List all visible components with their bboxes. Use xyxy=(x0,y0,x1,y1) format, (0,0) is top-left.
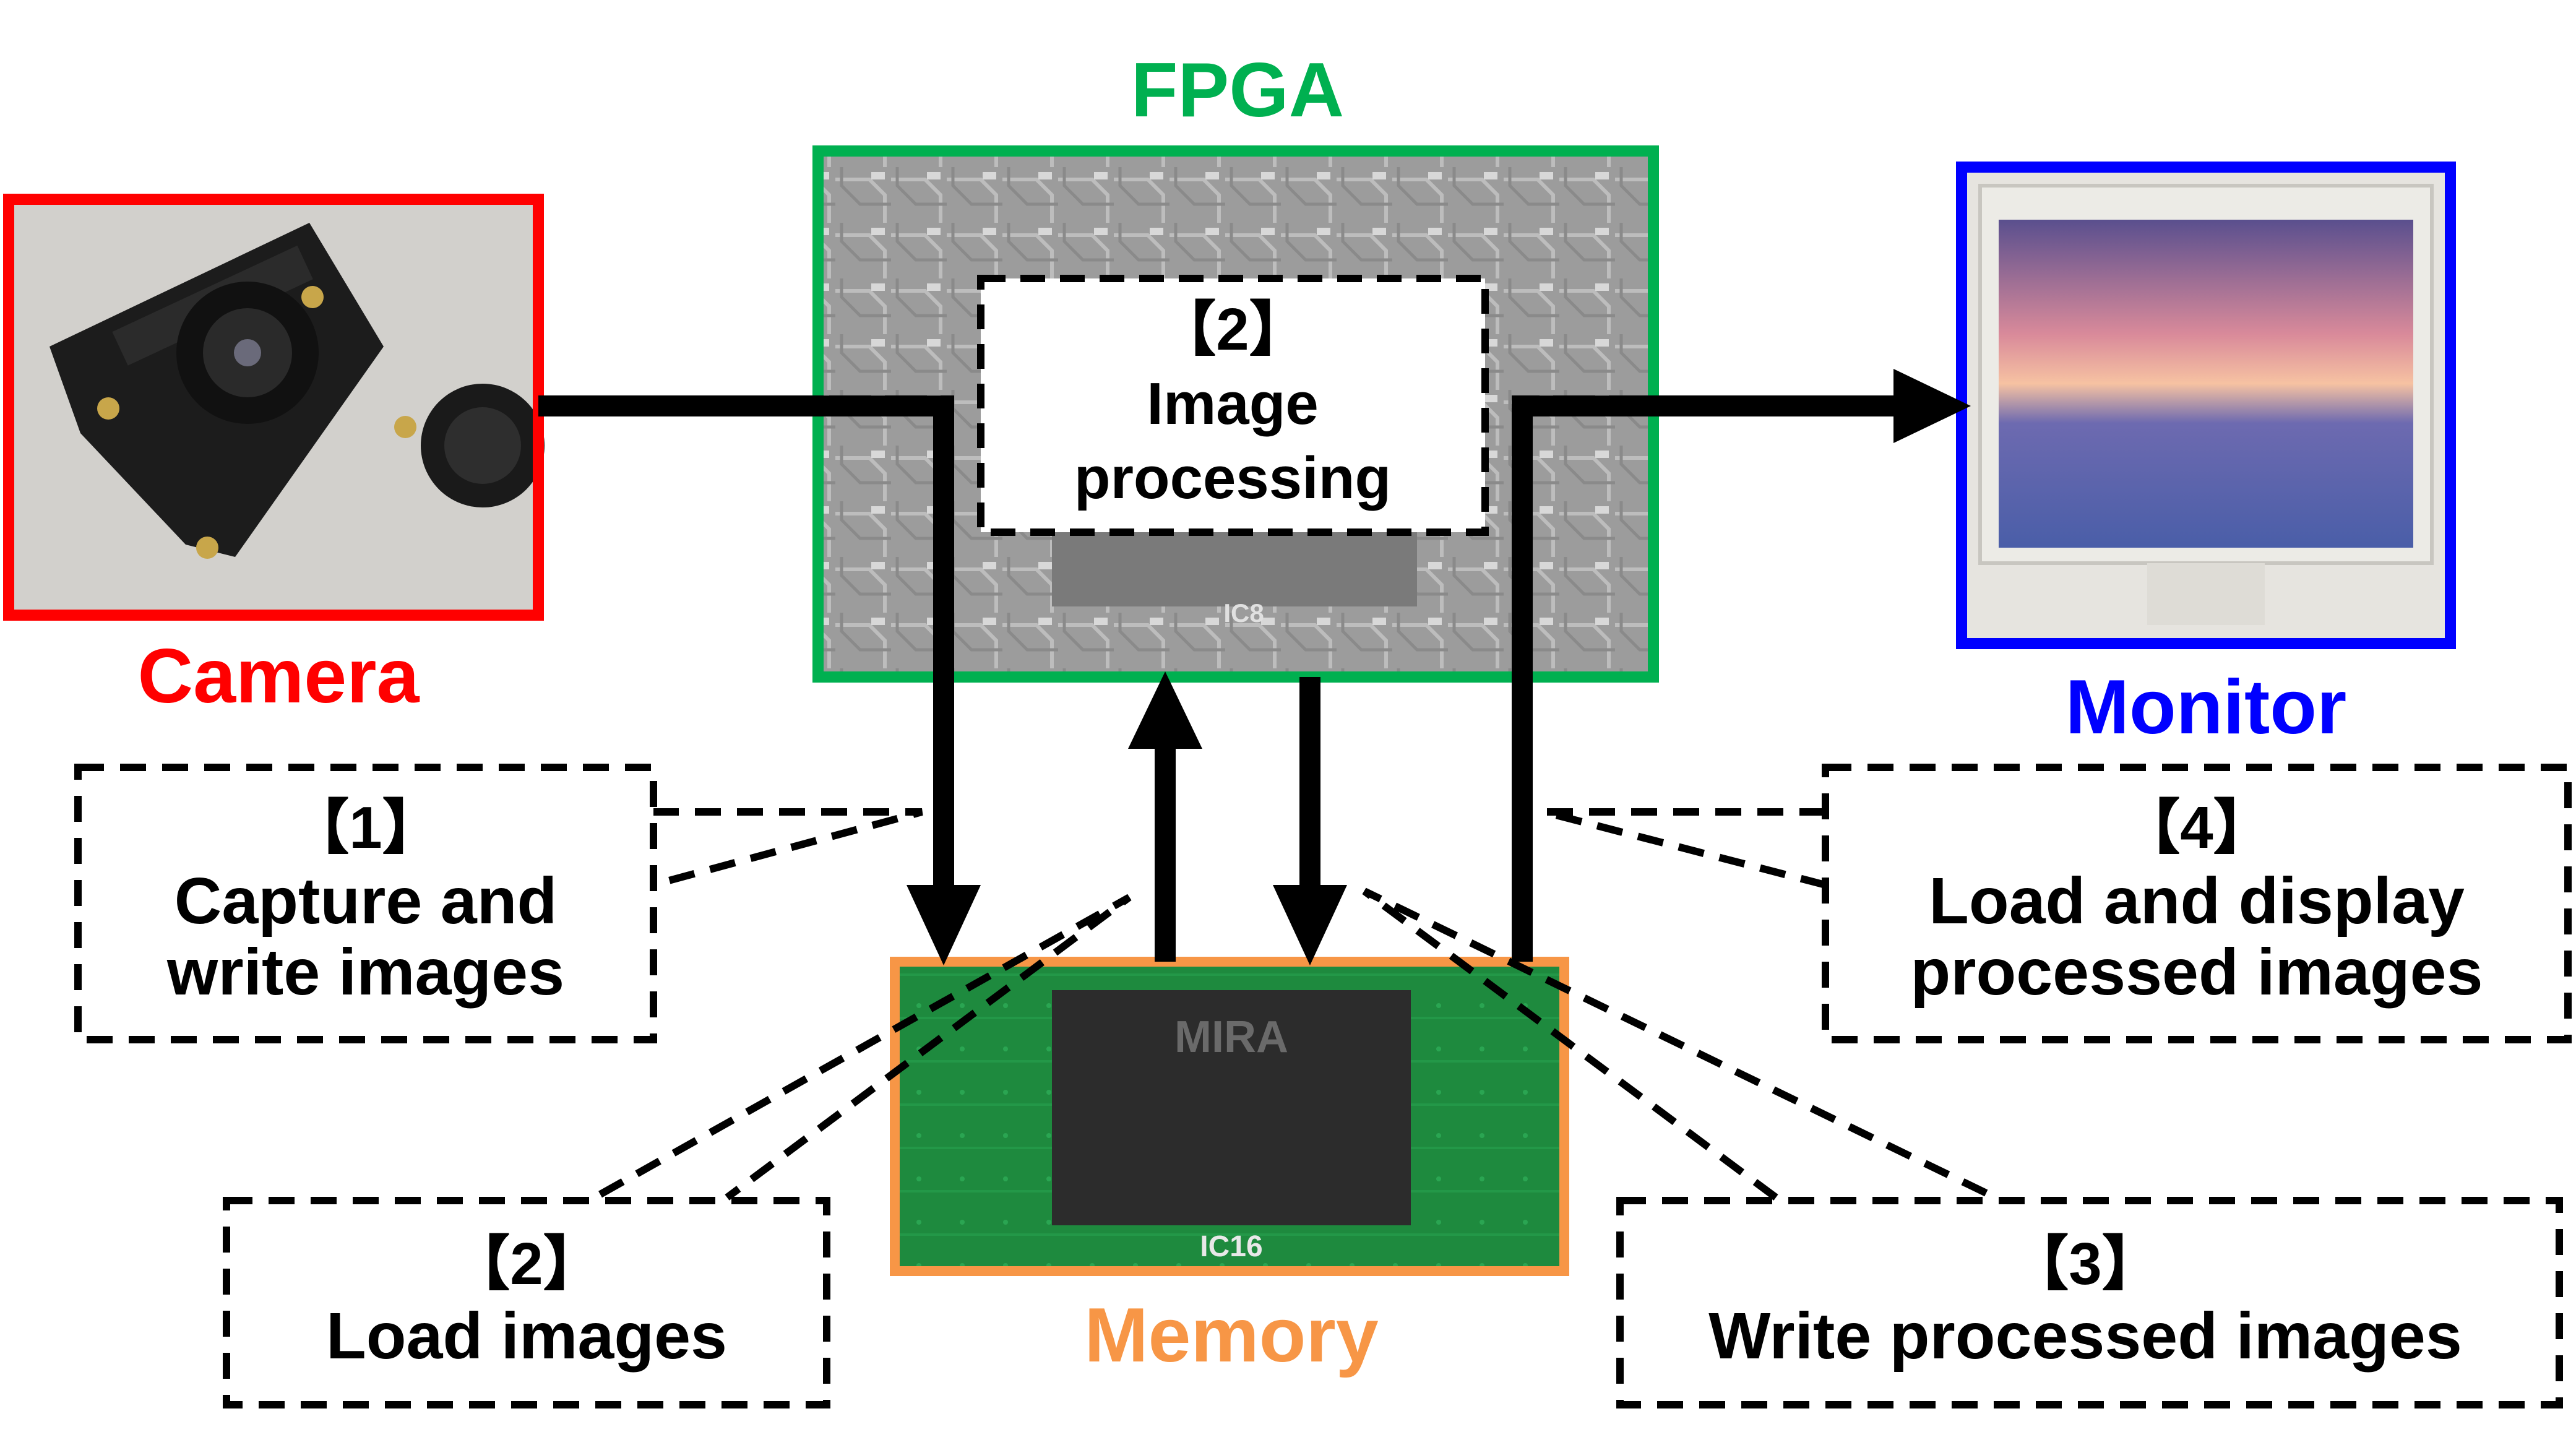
monitor-stand xyxy=(2147,563,2265,625)
step-2-number: 【2】 xyxy=(450,1231,602,1297)
memory-chip-label: IC16 xyxy=(1200,1230,1262,1263)
fpga-chip-label: IC8 xyxy=(1223,598,1264,628)
leader-step2 xyxy=(598,894,1132,1201)
fpga-label: FPGA xyxy=(1131,48,1344,133)
arrow-heads xyxy=(907,369,1971,965)
leader-step3 xyxy=(1362,887,2010,1207)
camera-label: Camera xyxy=(138,634,420,719)
step-1-line2: write images xyxy=(166,936,564,1009)
arrowhead-fpga-to-memory xyxy=(1273,885,1347,965)
callout-leaders xyxy=(598,808,2010,1207)
monitor-block: Monitor xyxy=(1956,162,2456,750)
image-processing-line2: processing xyxy=(1074,445,1391,511)
memory-frame xyxy=(890,957,1569,1276)
step-1-callout: 【1】 Capture and write images xyxy=(74,764,657,1043)
memory-chip-brand: MIRA xyxy=(1174,1012,1288,1062)
step-3-line1: Write processed images xyxy=(1708,1300,2462,1373)
step-4-callout: 【4】 Load and display processed images xyxy=(1822,764,2572,1043)
monitor-screen-image xyxy=(1999,220,2413,548)
image-processing-box: 【2】 Image processing xyxy=(977,275,1489,536)
step-4-line2: processed images xyxy=(1910,936,2483,1009)
step-1-line1: Capture and xyxy=(174,865,557,938)
arrow-memory-to-monitor xyxy=(1512,395,1906,962)
fpga-chip xyxy=(1052,532,1417,606)
arrowhead-memory-to-monitor xyxy=(1893,369,1971,443)
memory-chip xyxy=(1052,990,1411,1225)
monitor-label: Monitor xyxy=(2066,665,2347,750)
camera-block: Camera xyxy=(3,194,545,719)
arrowhead-camera-to-memory xyxy=(907,885,981,965)
arrow-camera-to-memory xyxy=(538,395,954,910)
step-3-callout: 【3】 Write processed images xyxy=(1616,1197,2563,1408)
step-3-number: 【3】 xyxy=(2009,1231,2161,1297)
leader-step1 xyxy=(652,808,923,889)
camera-module-photo xyxy=(50,223,545,559)
memory-block: MIRA IC16 Memory xyxy=(890,957,1569,1378)
leader-step4 xyxy=(1543,808,1827,889)
memory-label: Memory xyxy=(1084,1293,1379,1378)
arrowhead-memory-to-fpga xyxy=(1128,671,1202,749)
step-2-callout: 【2】 Load images xyxy=(223,1197,830,1408)
step-2-line1: Load images xyxy=(326,1300,727,1373)
image-processing-line1: Image xyxy=(1147,371,1318,437)
image-processing-step: 【2】 xyxy=(1157,296,1308,363)
step-1-number: 【1】 xyxy=(290,795,441,861)
step-4-line1: Load and display xyxy=(1929,865,2465,938)
step-4-number: 【4】 xyxy=(2121,795,2272,861)
data-flow-arrows xyxy=(538,395,1906,962)
